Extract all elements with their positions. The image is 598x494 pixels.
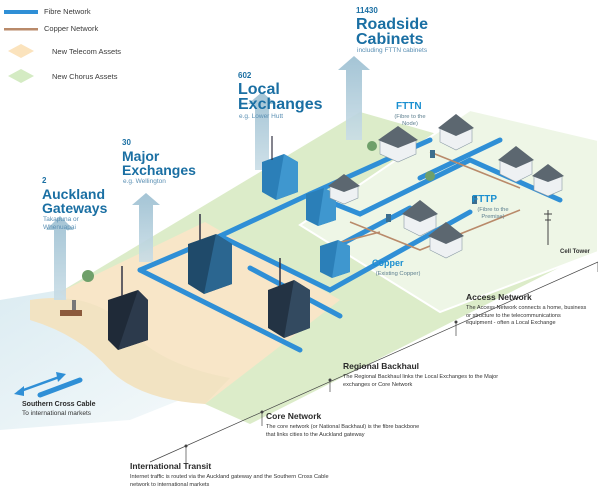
section-dividers (149, 261, 598, 468)
cable-subtitle: To international markets (22, 410, 92, 417)
access-desc: The Access Network connects a home, busi… (466, 305, 587, 327)
backhaul-desc: The Regional Backhaul links the Local Ex… (343, 374, 499, 388)
cable-title: Southern Cross Cable (22, 401, 96, 408)
section-ticks (184, 320, 458, 448)
gateways-title-1: Auckland (42, 186, 106, 202)
cabinets-title-2: Cabinets (356, 31, 424, 48)
major-title-1: Major (122, 148, 160, 164)
cable-arrow (14, 372, 66, 396)
cell-tower-label: Cell Tower (560, 249, 590, 255)
legend-telecom-swatch (8, 44, 34, 58)
local-title-2: Exchanges (238, 96, 323, 113)
trees (82, 141, 435, 282)
local-subtitle: e.g. Lower Hutt (239, 113, 284, 120)
access-title: Access Network (466, 292, 532, 302)
legend-chorus-swatch (8, 69, 34, 83)
building-gateway (108, 266, 148, 350)
fttn-label: FTTN (396, 101, 422, 112)
shore-details (60, 300, 82, 316)
local-title-1: Local (238, 81, 280, 98)
beach (30, 298, 230, 404)
legend-copper-label: Copper Network (44, 24, 99, 33)
building-major-1 (188, 214, 232, 294)
street-cabinets (386, 150, 477, 222)
legend-fibre-label: Fibre Network (44, 7, 91, 16)
copper-label: Copper (372, 258, 404, 268)
fttn-sub: (Fibre to the Node) (394, 114, 426, 128)
copper-sub: (Existing Copper) (375, 271, 421, 277)
cabinets-title-1: Roadside (356, 16, 429, 33)
building-major-2 (268, 258, 310, 338)
legend-telecom-label: New Telecom Assets (52, 47, 122, 56)
gateways-subtitle-2: Whenuapai (43, 224, 76, 231)
tier-arrows (46, 56, 370, 300)
backhaul-title: Regional Backhaul (343, 361, 420, 371)
local-count: 602 (238, 71, 252, 80)
legend-chorus-label: New Chorus Assets (52, 72, 118, 81)
major-title-2: Exchanges (122, 162, 196, 178)
cell-tower (544, 210, 552, 245)
cabinets-subtitle: including FTTN cabinets (357, 47, 428, 54)
fttp-sub: (Fibre to the Premise) (477, 207, 509, 221)
transit-title: International Transit (130, 461, 212, 471)
core-title: Core Network (266, 411, 322, 421)
legend-fibre-swatch (4, 10, 38, 14)
major-count: 30 (122, 138, 131, 147)
legend-copper-swatch (4, 28, 38, 31)
core-desc: The core network (or National Backhaul) … (266, 424, 420, 438)
transit-desc: Internet traffic is routed via the Auckl… (130, 474, 329, 488)
gateways-title-2: Gateways (42, 200, 108, 216)
house-roofs (328, 114, 564, 244)
building-local-3 (320, 240, 350, 278)
gateways-subtitle-1: Takapuna or (43, 216, 79, 223)
building-local-1 (262, 136, 298, 200)
cabinets-count: 11430 (356, 6, 378, 15)
gateways-count: 2 (42, 176, 47, 185)
major-subtitle: e.g. Wellington (123, 178, 166, 185)
fttp-label: FTTP (472, 194, 497, 205)
